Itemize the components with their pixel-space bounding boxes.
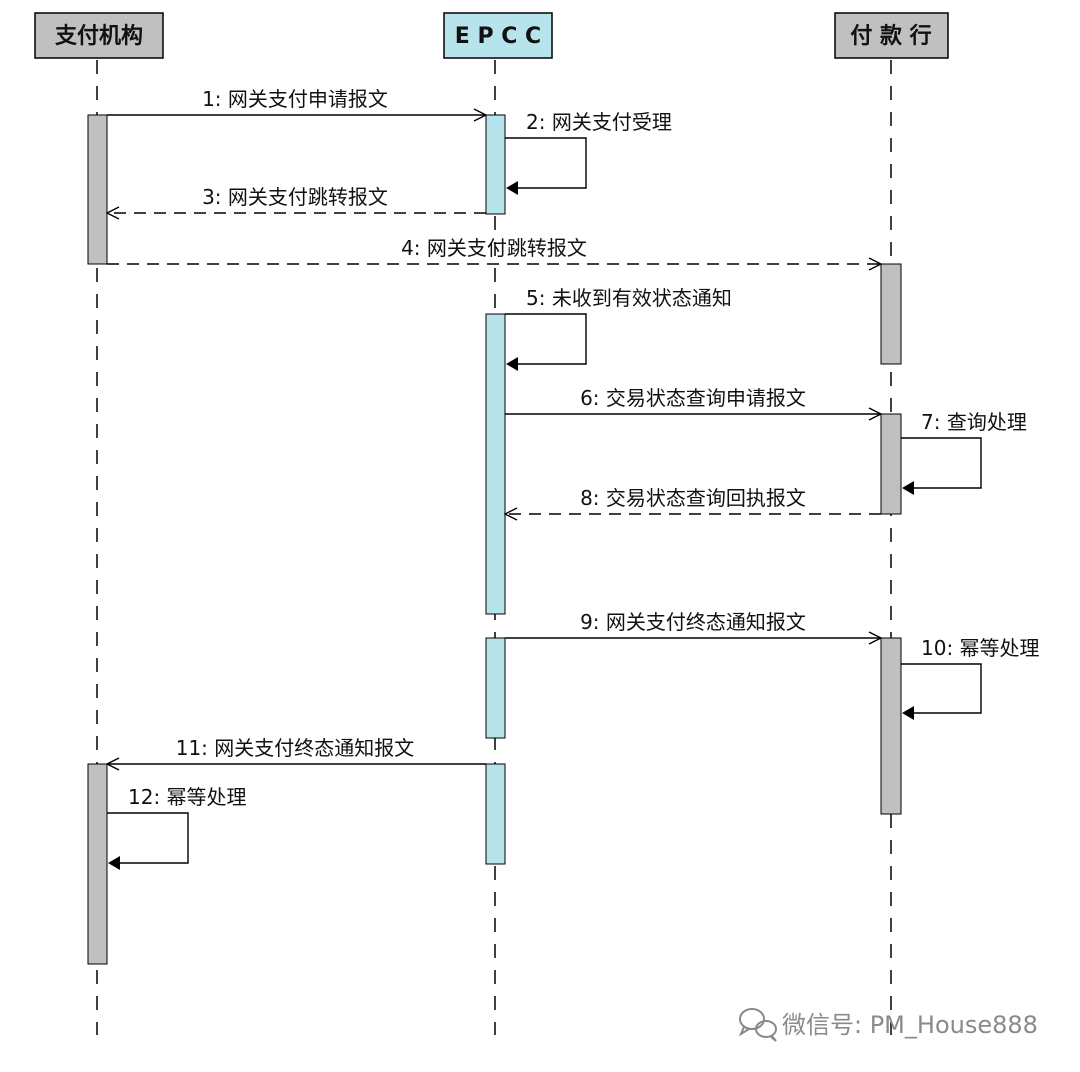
message-8-label: 8: 交易状态查询回执报文 xyxy=(580,486,806,510)
message-9-label: 9: 网关支付终态通知报文 xyxy=(580,610,806,634)
activation-bank xyxy=(880,263,902,365)
message-12-label: 12: 幂等处理 xyxy=(128,785,247,809)
message-11-label: 11: 网关支付终态通知报文 xyxy=(176,736,415,760)
message-3: 3: 网关支付跳转报文 xyxy=(107,185,486,213)
message-7-label: 7: 查询处理 xyxy=(921,410,1027,434)
participant-org-label: 支付机构 xyxy=(55,23,143,49)
activation-bank xyxy=(880,637,902,815)
message-2-label: 2: 网关支付受理 xyxy=(526,110,672,134)
activation-epcc xyxy=(485,313,506,615)
activation-bank xyxy=(880,413,902,515)
message-2: 2: 网关支付受理 xyxy=(505,110,672,195)
activation-org xyxy=(87,114,108,265)
message-3-label: 3: 网关支付跳转报文 xyxy=(202,185,388,209)
message-4-label: 4: 网关支付跳转报文 xyxy=(401,236,587,260)
message-1-label: 1: 网关支付申请报文 xyxy=(202,87,388,111)
message-8: 8: 交易状态查询回执报文 xyxy=(505,486,881,514)
message-7: 7: 查询处理 xyxy=(901,410,1027,495)
activation-epcc xyxy=(485,763,506,865)
message-6: 6: 交易状态查询申请报文 xyxy=(505,386,881,414)
participant-bank: 付 款 行 xyxy=(834,12,949,59)
message-11: 11: 网关支付终态通知报文 xyxy=(107,736,486,764)
message-5-label: 5: 未收到有效状态通知 xyxy=(526,286,732,310)
participant-epcc-label: E P C C xyxy=(455,24,541,49)
watermark: 微信号: PM_House888 xyxy=(738,1008,1038,1042)
activation-org xyxy=(87,763,108,965)
message-4: 4: 网关支付跳转报文 xyxy=(107,236,881,264)
message-1: 1: 网关支付申请报文 xyxy=(107,87,486,115)
wechat-icon xyxy=(738,1008,777,1042)
participant-bank-label: 付 款 行 xyxy=(850,23,931,49)
message-5: 5: 未收到有效状态通知 xyxy=(505,286,732,371)
message-12: 12: 幂等处理 xyxy=(107,785,247,870)
watermark-text: 微信号: PM_House888 xyxy=(782,1011,1038,1039)
message-6-label: 6: 交易状态查询申请报文 xyxy=(580,386,806,410)
message-9: 9: 网关支付终态通知报文 xyxy=(505,610,881,638)
participant-epcc: E P C C xyxy=(443,12,553,59)
activation-epcc xyxy=(485,637,506,739)
message-10: 10: 幂等处理 xyxy=(901,636,1040,720)
activation-epcc xyxy=(485,114,506,215)
participant-org: 支付机构 xyxy=(34,12,164,59)
message-10-label: 10: 幂等处理 xyxy=(921,636,1040,660)
